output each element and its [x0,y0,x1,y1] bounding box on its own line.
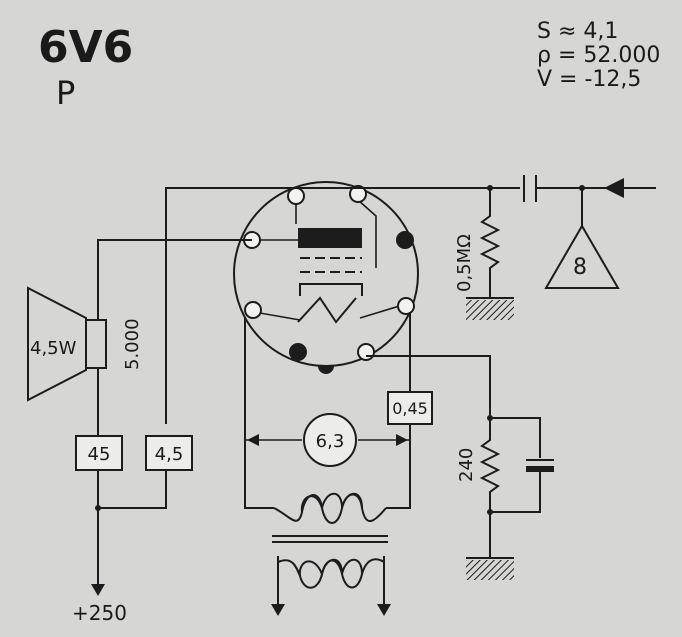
speaker-icon [27,286,107,402]
tube-key [318,366,334,374]
grid-resistor [466,188,514,320]
tube-pin [397,297,415,315]
tube-pin [244,301,262,319]
supply-voltage-label: +250 [72,601,127,625]
screen-current-box [145,435,193,471]
supply-arrow-icon [91,584,105,596]
heater-transformer [272,492,388,606]
heater-arrow-icon [377,604,391,616]
tube-electrodes [253,199,407,324]
heater-arrow-icon [271,604,285,616]
heater-current-box [387,391,433,425]
heater-voltage-circle [303,413,357,467]
param-plate-resistance: ρ = 52.000 [537,43,660,68]
heater-voltage-label: 6,3 [316,431,345,452]
tube-variant-label: P [56,74,75,112]
tube-envelope [233,181,419,367]
tube-pin [287,187,305,205]
tube-type-label: 6V6 [38,22,133,73]
speaker-power-label: 4,5W [30,338,77,359]
input-stage [544,188,620,289]
plate-current-label: 45 [88,444,111,465]
plate-wiring [95,239,252,588]
tube-pin [396,231,414,249]
heater-current-label: 0,45 [392,399,428,418]
heater-wiring [244,312,411,509]
grid-resistor-label: 0,5MΩ [454,234,475,292]
tube-pin [349,185,367,203]
speaker-impedance-label: 5.000 [122,318,143,370]
screen-current-label: 4,5 [155,444,184,465]
plate-current-box [75,435,123,471]
cathode-network [366,355,554,580]
param-grid-bias: V = -12,5 [537,67,641,92]
tube-pin [289,343,307,361]
input-arrow-icon [604,178,624,198]
param-transconductance: S ≈ 4,1 [537,19,618,44]
cathode-resistor-label: 240 [456,448,477,482]
tube-pin [357,343,375,361]
input-stage-label: 8 [573,255,587,280]
